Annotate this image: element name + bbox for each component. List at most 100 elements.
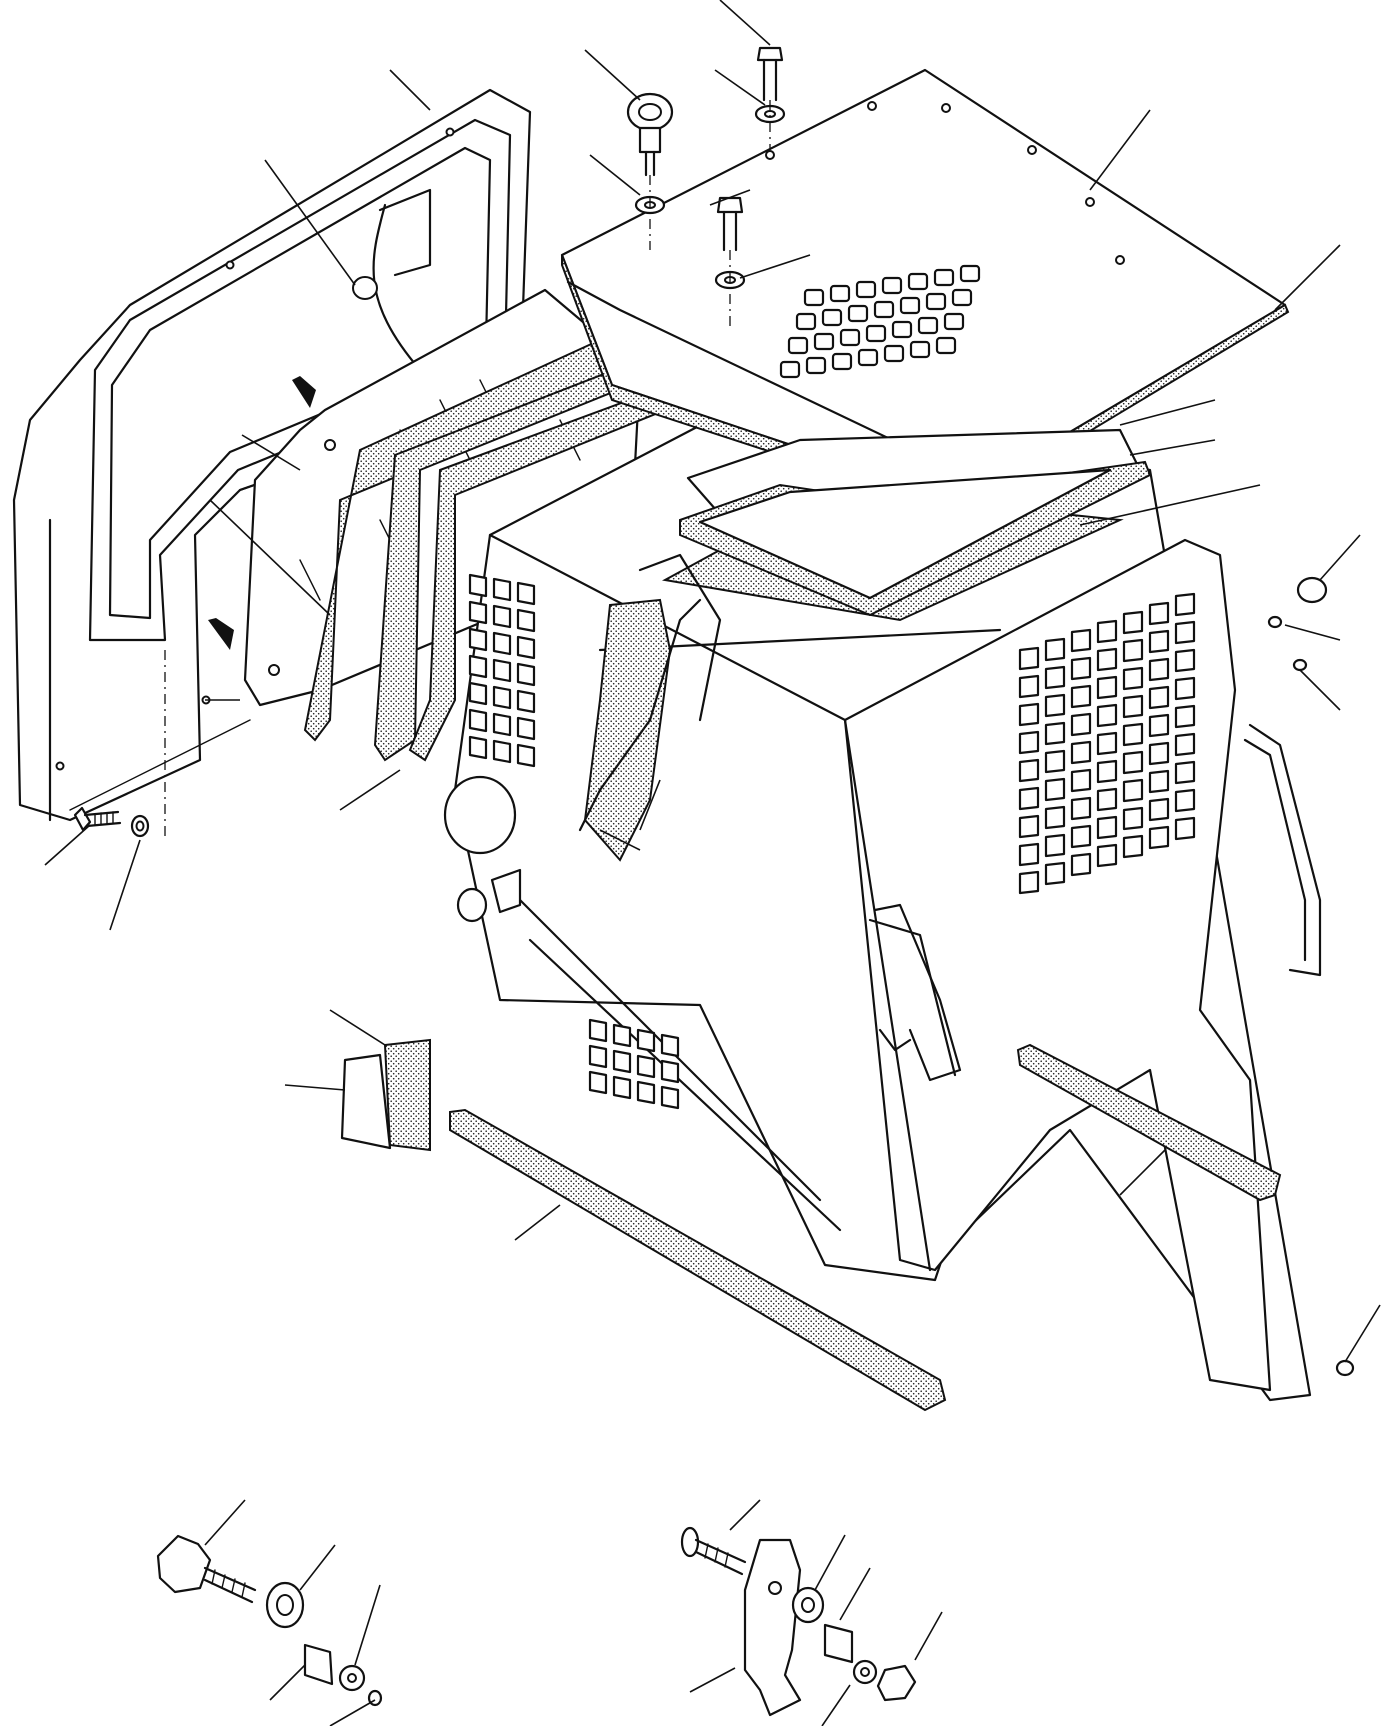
vent-slot bbox=[1148, 601, 1170, 626]
vent-slot bbox=[1070, 684, 1092, 709]
vent-slot bbox=[1070, 740, 1092, 765]
leader-line bbox=[739, 254, 811, 279]
vent-slot bbox=[1174, 704, 1196, 729]
vent-slot bbox=[1044, 721, 1066, 746]
vent-slot bbox=[1148, 741, 1170, 766]
roof-vent-slot bbox=[873, 300, 895, 319]
vent-slot bbox=[1018, 646, 1040, 671]
vent-slot bbox=[516, 581, 536, 606]
vent-slot bbox=[468, 681, 488, 706]
vent-slot bbox=[1096, 759, 1118, 784]
vent-slot bbox=[1096, 703, 1118, 728]
vent-slot bbox=[660, 1033, 680, 1058]
roof-vent-slot bbox=[907, 272, 929, 291]
roof-vent-slot bbox=[795, 312, 817, 331]
vent-slot bbox=[492, 658, 512, 683]
roof-vent-slot bbox=[933, 268, 955, 287]
vent-slot bbox=[588, 1044, 608, 1069]
vent-slot bbox=[1122, 750, 1144, 775]
vent-slot bbox=[1122, 638, 1144, 663]
vent-slot bbox=[1122, 722, 1144, 747]
vent-slot bbox=[1148, 657, 1170, 682]
vent-slot bbox=[492, 685, 512, 710]
leader-line bbox=[329, 1009, 386, 1046]
roof-bolt-1 bbox=[754, 46, 786, 150]
vent-slot bbox=[492, 604, 512, 629]
roof-vent-slot bbox=[891, 320, 913, 339]
vent-slot bbox=[492, 577, 512, 602]
leader-line bbox=[729, 1499, 761, 1531]
vent-slot bbox=[612, 1049, 632, 1074]
vent-slot bbox=[1096, 843, 1118, 868]
roof-bolt-2 bbox=[714, 196, 746, 330]
vent-slot bbox=[1174, 620, 1196, 645]
vent-slot bbox=[1148, 797, 1170, 822]
roof-vent-slot bbox=[829, 284, 851, 303]
vent-slot bbox=[660, 1059, 680, 1084]
vent-slot bbox=[516, 608, 536, 633]
roof-vent-slot bbox=[831, 352, 853, 371]
roof-vent-slot bbox=[943, 312, 965, 331]
vent-slot bbox=[1044, 833, 1066, 858]
vent-slot bbox=[516, 635, 536, 660]
vent-slot bbox=[1070, 768, 1092, 793]
roof-vent-slot bbox=[865, 324, 887, 343]
vent-slot bbox=[588, 1070, 608, 1095]
vent-slot bbox=[1096, 647, 1118, 672]
vent-slot bbox=[516, 743, 536, 768]
vent-slot bbox=[1044, 665, 1066, 690]
leader-line bbox=[1129, 439, 1216, 456]
roof-vent-slot bbox=[787, 336, 809, 355]
vent-slot bbox=[1044, 805, 1066, 830]
vent-slot bbox=[1148, 713, 1170, 738]
vent-slot bbox=[1018, 730, 1040, 755]
direction-arrows bbox=[208, 376, 316, 650]
vent-slot bbox=[468, 573, 488, 598]
vent-slot bbox=[1122, 806, 1144, 831]
handle-left bbox=[868, 903, 962, 1082]
leader-line bbox=[514, 1204, 561, 1241]
leader-line bbox=[389, 69, 431, 111]
leader-line bbox=[329, 1699, 376, 1726]
vent-slot bbox=[1122, 834, 1144, 859]
vent-slot bbox=[468, 735, 488, 760]
vent-slot bbox=[516, 716, 536, 741]
roof-vent-slot bbox=[803, 288, 825, 307]
vent-slot bbox=[636, 1028, 656, 1053]
leader-line bbox=[204, 1499, 246, 1546]
vent-slot bbox=[1070, 824, 1092, 849]
vent-slot bbox=[1096, 619, 1118, 644]
roof-vent-slot bbox=[917, 316, 939, 335]
leader-line bbox=[1274, 244, 1341, 311]
vent-slot bbox=[1174, 788, 1196, 813]
leader-line bbox=[339, 769, 401, 811]
roof-vent-slot bbox=[883, 344, 905, 363]
leader-line bbox=[44, 824, 91, 866]
vent-slot bbox=[1174, 760, 1196, 785]
foam-strip-front bbox=[449, 1108, 947, 1412]
vent-slot bbox=[1070, 628, 1092, 653]
leader-line bbox=[599, 829, 641, 851]
roof-vent-slot bbox=[899, 296, 921, 315]
vent-slot bbox=[1018, 786, 1040, 811]
roof-vent-slot bbox=[881, 276, 903, 295]
leader-line bbox=[1299, 669, 1341, 711]
vent-slot bbox=[1148, 685, 1170, 710]
vent-slot bbox=[1044, 861, 1066, 886]
leader-line bbox=[589, 154, 641, 196]
vent-slot bbox=[516, 662, 536, 687]
vent-slot bbox=[1070, 712, 1092, 737]
roof-panel bbox=[560, 68, 1290, 514]
vent-slot bbox=[1044, 777, 1066, 802]
vent-slot bbox=[1174, 592, 1196, 617]
leader-line bbox=[814, 1534, 846, 1591]
wedge-pads bbox=[340, 1038, 431, 1152]
vent-slot bbox=[1122, 778, 1144, 803]
leader-line bbox=[709, 189, 751, 206]
vent-slot bbox=[1148, 769, 1170, 794]
vent-slot bbox=[1174, 676, 1196, 701]
vent-slot bbox=[492, 712, 512, 737]
vent-slot bbox=[636, 1080, 656, 1105]
leader-line bbox=[241, 434, 301, 471]
leader-line bbox=[299, 1544, 336, 1591]
